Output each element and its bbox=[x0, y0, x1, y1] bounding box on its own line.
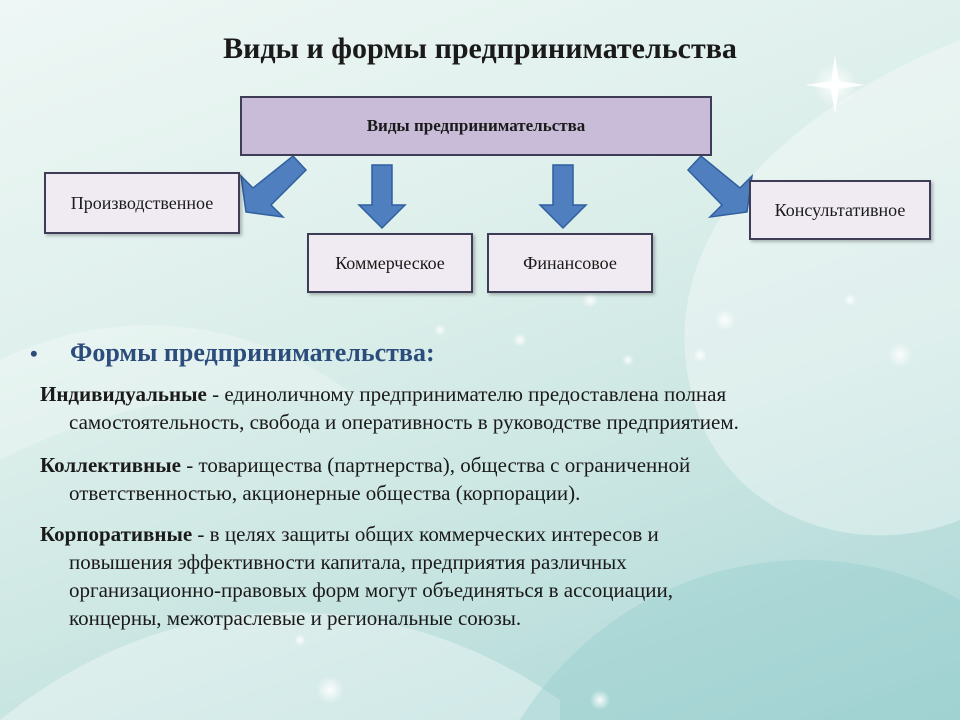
form-term: Индивидуальные bbox=[40, 382, 207, 406]
form-desc: - в целях защиты общих коммерческих инте… bbox=[192, 522, 659, 546]
slide-title: Виды и формы предпринимательства bbox=[223, 32, 737, 65]
form-term: Корпоративные bbox=[40, 522, 193, 546]
kind-commercial-box: Коммерческое bbox=[307, 233, 473, 293]
form-item-corporate: Корпоративные - в целях защиты общих ком… bbox=[40, 520, 930, 632]
form-desc-cont: самостоятельность, свобода и оперативнос… bbox=[69, 410, 739, 434]
form-desc-cont: организационно-правовых форм могут объед… bbox=[69, 578, 673, 602]
form-item-collective: Коллективные - товарищества (партнерства… bbox=[40, 451, 930, 507]
root-box: Виды предпринимательства bbox=[240, 96, 712, 156]
form-desc-cont: концерны, межотраслевые и региональные с… bbox=[69, 606, 522, 630]
kind-production-box: Производственное bbox=[44, 172, 240, 234]
form-desc-cont: повышения эффективности капитала, предпр… bbox=[69, 550, 627, 574]
kind-financial-box: Финансовое bbox=[487, 233, 653, 293]
form-term: Коллективные bbox=[40, 453, 181, 477]
form-item-individual: Индивидуальные - единоличному предприним… bbox=[40, 380, 930, 436]
bullet-icon: • bbox=[30, 341, 38, 366]
forms-heading: • Формы предпринимательства: bbox=[30, 338, 930, 368]
forms-heading-text: Формы предпринимательства: bbox=[70, 338, 435, 367]
form-desc: - товарищества (партнерства), общества с… bbox=[180, 453, 691, 477]
form-desc-cont: ответственностью, акционерные общества (… bbox=[69, 481, 581, 505]
kind-consulting-box: Консультативное bbox=[749, 180, 931, 240]
form-desc: - единоличному предпринимателю предостав… bbox=[206, 382, 727, 406]
